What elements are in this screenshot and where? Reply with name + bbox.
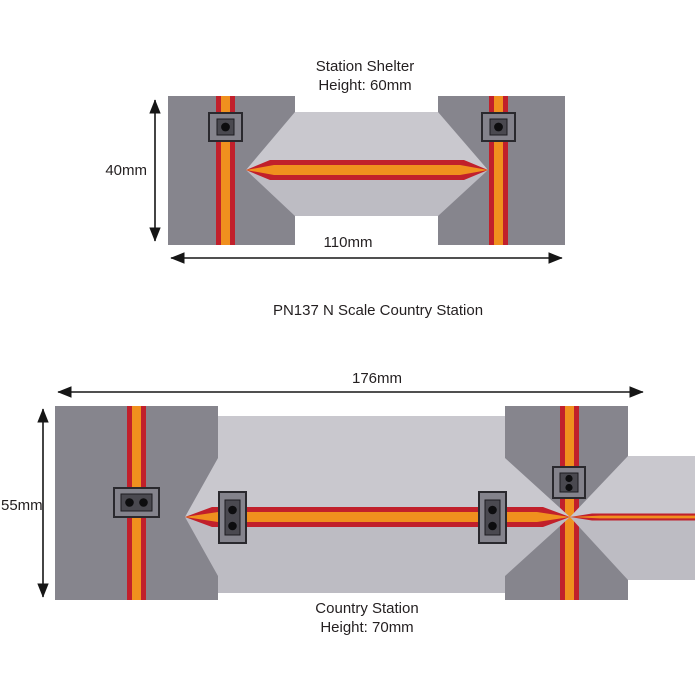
chimney-pot (228, 505, 237, 515)
station-roof-bottom-slope (185, 517, 570, 593)
shelter-width-label: 110mm (324, 234, 373, 251)
station-right-platform-stripe (560, 406, 579, 600)
station-depth-label: 55mm (1, 497, 43, 514)
station-roof-top-slope (185, 416, 570, 517)
chimney-stack (120, 493, 153, 512)
shelter-height-label: Height: 60mm (318, 77, 411, 94)
stripe-red-band (560, 406, 565, 600)
chimney-pot (565, 483, 573, 492)
station-main-roof (185, 416, 570, 593)
station-width-label: 176mm (352, 370, 402, 387)
shelter-diagram: Station Shelter Height: 60mm (105, 58, 565, 264)
station-right-canopy-roof (570, 456, 695, 580)
shelter-depth-label: 40mm (105, 162, 147, 179)
station-title: Country Station (315, 600, 418, 617)
station-left-platform-chimney (113, 487, 160, 518)
chimney-pot (488, 521, 497, 531)
chimney-pot (139, 498, 148, 507)
chimney-pot (565, 474, 573, 483)
shelter-roof-bottom-slope (246, 170, 488, 216)
shelter-left-chimney (208, 112, 243, 142)
product-title: PN137 N Scale Country Station (273, 302, 483, 319)
stripe-orange-band (565, 406, 574, 600)
shelter-right-chimney (481, 112, 516, 142)
shelter-ridge-stripe-orange (246, 165, 488, 175)
station-right-platform-chimney (552, 466, 586, 499)
stripe-red-band (230, 96, 235, 245)
chimney-stack (559, 472, 579, 493)
stripe-orange-band (221, 96, 230, 245)
canopy-ridge-stripe-orange (570, 515, 695, 519)
chimney-pot (494, 122, 503, 132)
stripe-red-band (216, 96, 221, 245)
canopy-roof-bottom-slope (570, 517, 695, 580)
shelter-left-platform-stripe (216, 96, 235, 245)
chimney-pot (488, 505, 497, 515)
stripe-red-band (574, 406, 579, 600)
shelter-right-platform-stripe (489, 96, 508, 245)
shelter-title: Station Shelter (316, 58, 414, 75)
stripe-red-band (489, 96, 494, 245)
stripe-orange-band (494, 96, 503, 245)
shelter-roof-top-slope (246, 112, 488, 170)
station-ridge-chimney-left (218, 491, 247, 544)
station-ridge-stripe-orange (185, 512, 570, 522)
station-diagram: 176mm (1, 370, 695, 636)
chimney-pot (228, 521, 237, 531)
chimney-pot (125, 498, 134, 507)
stripe-red-band (503, 96, 508, 245)
station-height-label: Height: 70mm (320, 619, 413, 636)
canopy-roof-top-slope (570, 456, 695, 517)
station-ridge-chimney-right (478, 491, 507, 544)
shelter-roof (246, 112, 488, 216)
chimney-pot (221, 122, 230, 132)
